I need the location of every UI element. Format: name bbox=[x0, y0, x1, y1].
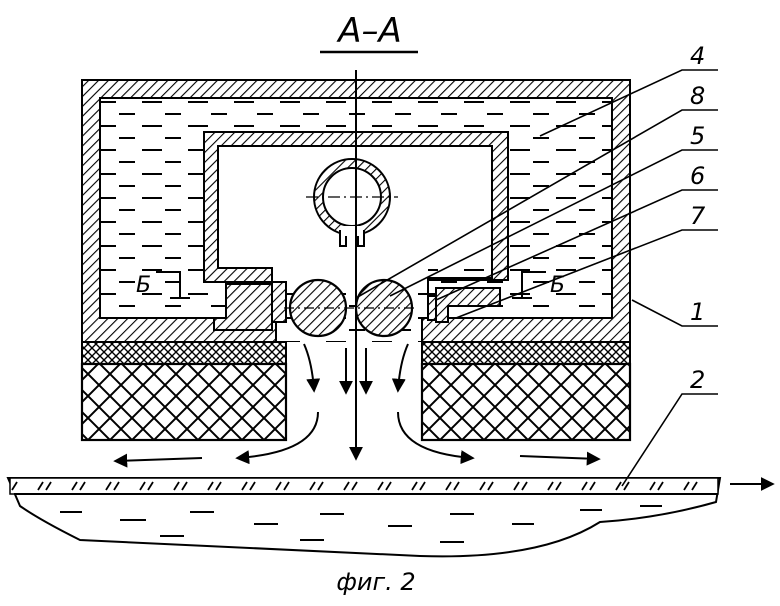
flow-arrow-left-curve bbox=[235, 411, 319, 465]
flow-arrow-right-far bbox=[519, 451, 601, 466]
rollers bbox=[284, 278, 418, 338]
flow-arrow-left-down bbox=[303, 343, 321, 393]
leader-2 bbox=[621, 393, 718, 487]
flow-arrows bbox=[113, 343, 775, 491]
leader-4 bbox=[539, 69, 718, 137]
right-coarse-block bbox=[420, 362, 632, 442]
label-5: 5 bbox=[690, 122, 705, 150]
right-fine-layer bbox=[421, 341, 631, 365]
flow-arrow-left-far bbox=[113, 453, 203, 468]
leader-7 bbox=[455, 229, 718, 319]
section-mark-left: Б bbox=[136, 271, 190, 299]
label-1: 1 bbox=[690, 298, 705, 326]
substrate bbox=[6, 477, 722, 558]
pipe bbox=[306, 158, 398, 247]
left-fine-layer bbox=[81, 341, 287, 365]
label-6: 6 bbox=[690, 162, 705, 190]
label-8: 8 bbox=[690, 82, 705, 110]
label-2: 2 bbox=[690, 366, 705, 394]
label-4: 4 bbox=[690, 42, 705, 70]
section-mark-left-label: Б bbox=[136, 273, 151, 298]
figure-caption: фиг. 2 bbox=[336, 568, 415, 596]
leader-1 bbox=[631, 299, 718, 327]
flow-arrow-right-curve bbox=[397, 411, 475, 465]
leader-8 bbox=[355, 109, 718, 299]
leader-lines bbox=[355, 69, 718, 487]
flow-arrow-right-down bbox=[391, 343, 409, 393]
leader-5 bbox=[389, 149, 718, 297]
substrate-top-strip bbox=[9, 477, 719, 495]
label-7: 7 bbox=[690, 202, 706, 230]
section-title: А–А bbox=[336, 11, 402, 51]
leader-6 bbox=[435, 189, 718, 301]
left-coarse-block bbox=[80, 362, 288, 442]
